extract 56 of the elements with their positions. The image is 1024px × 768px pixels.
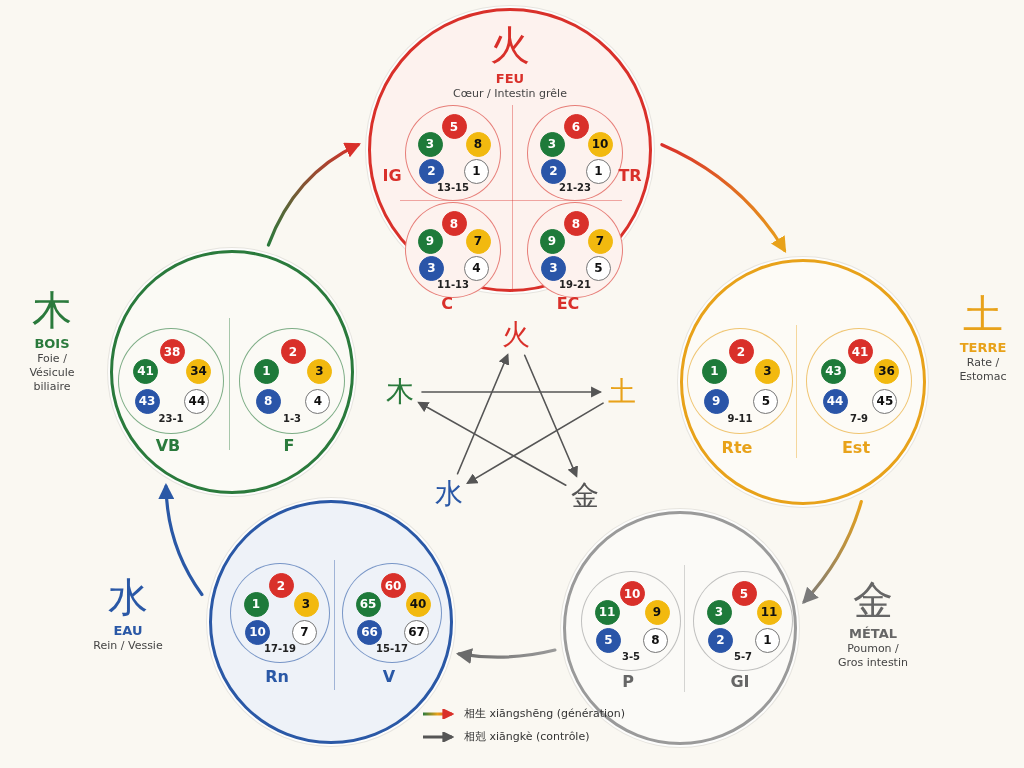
element-name: BOIS bbox=[34, 336, 70, 352]
time-range: 23-1 bbox=[157, 413, 185, 426]
time-range: 3-5 bbox=[620, 651, 642, 663]
element-character: 火 bbox=[490, 23, 530, 67]
arrow bbox=[456, 353, 510, 475]
element-character: 土 bbox=[604, 374, 640, 410]
arrow bbox=[417, 401, 567, 487]
meridian-label: Est bbox=[841, 438, 871, 458]
element-character: 木 bbox=[382, 374, 418, 410]
arrow bbox=[266, 143, 361, 247]
time-range: 21-23 bbox=[558, 181, 592, 194]
arrow bbox=[466, 402, 604, 484]
time-range: 9-11 bbox=[726, 413, 754, 426]
arrow bbox=[421, 386, 603, 398]
element-character: 土 bbox=[963, 292, 1003, 336]
element-character: 水 bbox=[431, 476, 467, 512]
arrow bbox=[158, 483, 204, 597]
meridian-label: GI bbox=[730, 672, 750, 692]
time-range: 7-9 bbox=[848, 413, 870, 426]
element-character: 木 bbox=[32, 288, 72, 332]
organ-label: Foie / Vésicule biliaire bbox=[28, 352, 76, 394]
element-name: EAU bbox=[113, 623, 143, 639]
meridian-label: C bbox=[441, 294, 453, 314]
meridian-label: IG bbox=[382, 166, 402, 186]
time-range: 15-17 bbox=[375, 643, 409, 655]
time-range: 17-19 bbox=[263, 643, 297, 655]
meridian-label: Rn bbox=[265, 667, 289, 687]
element-character: 水 bbox=[108, 575, 148, 619]
organ-label: Cœur / Intestin grêle bbox=[453, 87, 567, 101]
legend-label: 相剋 xiāngkè (contrôle) bbox=[464, 728, 590, 745]
organ-label: Rate / Estomac bbox=[958, 356, 1008, 384]
meridian-label: EC bbox=[556, 294, 580, 314]
element-name: TERRE bbox=[959, 340, 1007, 356]
organ-label: Poumon / Gros intestin bbox=[837, 642, 909, 670]
time-range: 13-15 bbox=[436, 181, 470, 194]
meridian-label: P bbox=[622, 672, 634, 692]
legend-label: 相生 xiāngshēng (génération) bbox=[464, 706, 626, 722]
time-range: 5-7 bbox=[732, 651, 754, 663]
meridian-label: V bbox=[382, 667, 396, 687]
meridian-label: F bbox=[283, 436, 295, 456]
time-range: 1-3 bbox=[281, 413, 303, 426]
element-character: 火 bbox=[498, 317, 534, 353]
arrow bbox=[802, 499, 863, 604]
arrow bbox=[455, 647, 557, 664]
organ-label: Rein / Vessie bbox=[92, 639, 164, 653]
element-name: MÉTAL bbox=[849, 626, 897, 642]
meridian-label: VB bbox=[155, 436, 181, 456]
arrow bbox=[660, 143, 787, 253]
element-name: FEU bbox=[495, 71, 525, 87]
element-character: 金 bbox=[853, 578, 893, 622]
meridian-label: Rte bbox=[721, 438, 753, 458]
time-range: 19-21 bbox=[558, 278, 592, 291]
element-character: 金 bbox=[567, 478, 603, 514]
time-range: 11-13 bbox=[436, 278, 470, 291]
meridian-label: TR bbox=[618, 166, 642, 186]
arrow bbox=[523, 354, 578, 478]
